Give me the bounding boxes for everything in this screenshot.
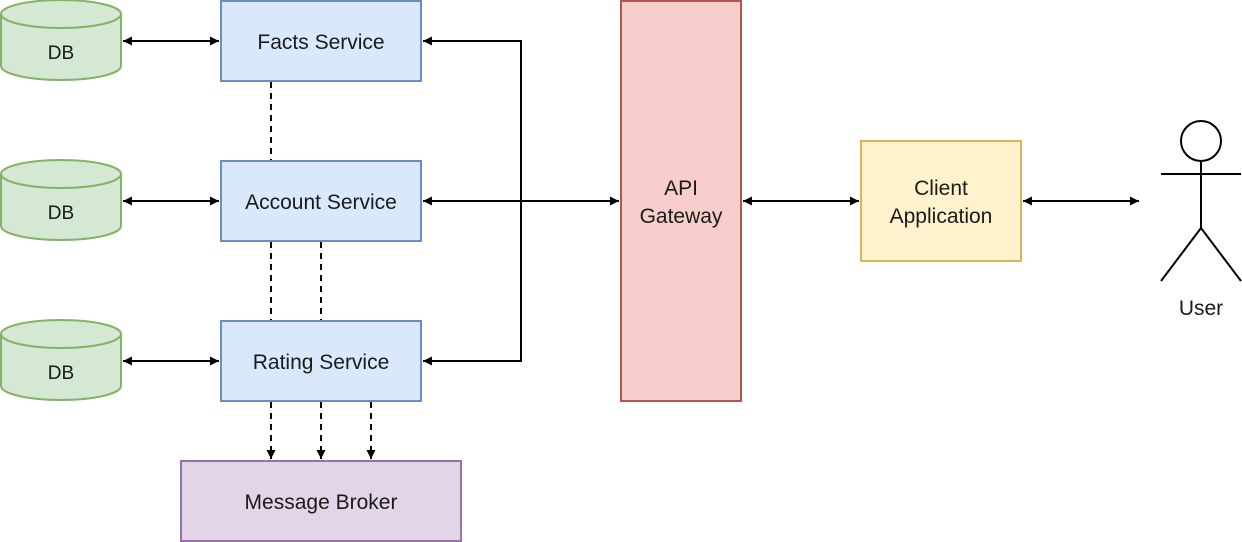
api-gateway-box[interactable]: API Gateway <box>620 0 742 402</box>
database-facts[interactable]: DB <box>0 0 122 81</box>
gateway-rating-connector <box>423 201 522 366</box>
message-broker-label: Message Broker <box>245 491 398 514</box>
client-application-box[interactable]: Client Application <box>860 140 1022 262</box>
database-account[interactable]: DB <box>0 159 122 241</box>
api-gateway-label-line2: Gateway <box>640 205 723 228</box>
account-service-label: Account Service <box>245 191 397 214</box>
database-rating[interactable]: DB <box>0 319 122 401</box>
database-label: DB <box>48 203 74 224</box>
api-gateway-label-line1: API <box>664 177 698 200</box>
database-label: DB <box>48 43 74 64</box>
database-label: DB <box>48 363 74 384</box>
rating-service-box[interactable]: Rating Service <box>220 320 422 402</box>
account-service-box[interactable]: Account Service <box>220 160 422 242</box>
client-application-label-line1: Client <box>914 177 968 200</box>
user-label: User <box>1179 297 1223 320</box>
client-application-label-line2: Application <box>890 205 993 228</box>
message-broker-box[interactable]: Message Broker <box>180 460 462 542</box>
gateway-facts-connector <box>423 36 522 201</box>
rating-service-label: Rating Service <box>253 351 390 374</box>
facts-service-box[interactable]: Facts Service <box>220 0 422 82</box>
facts-service-label: Facts Service <box>257 31 384 54</box>
user-actor-icon[interactable] <box>1160 120 1242 282</box>
